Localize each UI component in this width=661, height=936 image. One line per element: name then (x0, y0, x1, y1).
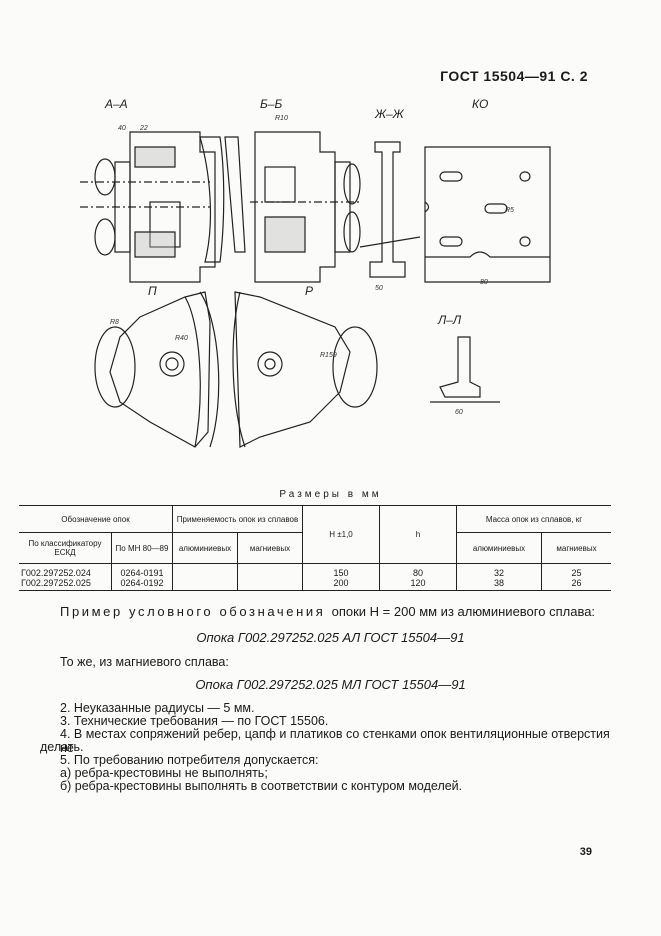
note-5a: а) ребра-крестовины не выполнять; (60, 766, 268, 780)
table-caption: Размеры в мм (279, 489, 382, 500)
view-p (94, 291, 220, 448)
example-intro-rest: опоки H = 200 мм из алюминиевого сплава: (331, 604, 596, 619)
svg-text:50: 50 (375, 285, 383, 292)
section-b-b (250, 131, 361, 283)
header-h: h (379, 505, 457, 564)
header-H: H ±1,0 (302, 505, 380, 564)
svg-text:R10: R10 (275, 115, 288, 122)
page-number: 39 (579, 846, 592, 858)
cell-eskd: Г002.297252.024 (21, 568, 91, 578)
label-l-l: Л–Л (437, 313, 462, 327)
same-magnesium-line: То же, из магниевого сплава: (60, 655, 229, 669)
cell-mn: 0264-0191 (120, 568, 164, 578)
cell-H: 150 (333, 568, 349, 578)
dimensions-table: Обозначение опок Применяемость опок из с… (19, 505, 611, 591)
note-4-cont: делать. (40, 740, 84, 754)
label-r: Р (305, 284, 313, 298)
cell-mn: 0264-0192 (120, 578, 164, 588)
label-zh-zh: Ж–Ж (374, 107, 405, 121)
view-r (232, 291, 378, 448)
svg-text:R8: R8 (110, 319, 119, 326)
svg-text:R159: R159 (320, 352, 337, 359)
designation-example-2: Опока Г002.297252.025 МЛ ГОСТ 15504—91 (195, 677, 466, 692)
header-designation: Обозначение опок (19, 505, 173, 533)
section-a-a (80, 131, 216, 283)
cell-mass-mg: 26 (571, 578, 582, 588)
label-b-b: Б–Б (260, 97, 282, 111)
cell-eskd: Г002.297252.025 (21, 578, 91, 588)
header-mass-al: алюминиевых (456, 532, 542, 564)
cell-mass-al: 32 (493, 568, 504, 578)
section-zh-zh (359, 141, 421, 278)
svg-text:80: 80 (480, 279, 488, 286)
designation-example-1: Опока Г002.297252.025 АЛ ГОСТ 15504—91 (196, 630, 465, 645)
cell-mass-al: 38 (493, 578, 504, 588)
cell-mass-mg: 25 (571, 568, 582, 578)
svg-text:40: 40 (118, 125, 126, 132)
example-intro: Пример условного обозначения опоки H = 2… (60, 604, 595, 619)
note-5b: б) ребра-крестовины выполнять в соответс… (60, 779, 463, 793)
cell-H: 200 (333, 578, 349, 588)
note-3: 3. Технические требования — по ГОСТ 1550… (60, 714, 329, 728)
svg-text:R40: R40 (175, 335, 188, 342)
header-mass-mg: магниевых (541, 532, 611, 564)
header-app-al: алюминиевых (172, 532, 238, 564)
header-mass: Масса опок из сплавов, кг (456, 505, 611, 533)
svg-text:22: 22 (139, 125, 148, 132)
label-a-a: А–А (104, 97, 128, 111)
document-header: ГОСТ 15504—91 С. 2 (440, 68, 588, 84)
svg-text:60: 60 (455, 409, 463, 416)
header-eskd: По классификатору ЕСКД (19, 532, 112, 564)
label-ko: КО (472, 97, 488, 111)
header-applicability: Применяемость опок из сплавов (172, 505, 303, 533)
cell-h: 80 (412, 568, 423, 578)
cell-h: 120 (410, 578, 426, 588)
header-app-mg: магниевых (237, 532, 303, 564)
label-p: П (148, 284, 157, 298)
note-5: 5. По требованию потребителя допускается… (60, 753, 319, 767)
example-intro-spaced: Пример условного обозначения (60, 604, 326, 619)
note-4: 4. В местах сопряжений ребер, цапф и пла… (60, 727, 610, 755)
table-row: Г002.297252.024 Г002.297252.025 0264-019… (19, 563, 611, 591)
section-l-l (430, 336, 500, 403)
header-mn: По МН 80—89 (111, 532, 173, 564)
svg-text:R5: R5 (505, 207, 514, 214)
view-ko (424, 146, 551, 283)
note-2: 2. Неуказанные радиусы — 5 мм. (60, 701, 255, 715)
